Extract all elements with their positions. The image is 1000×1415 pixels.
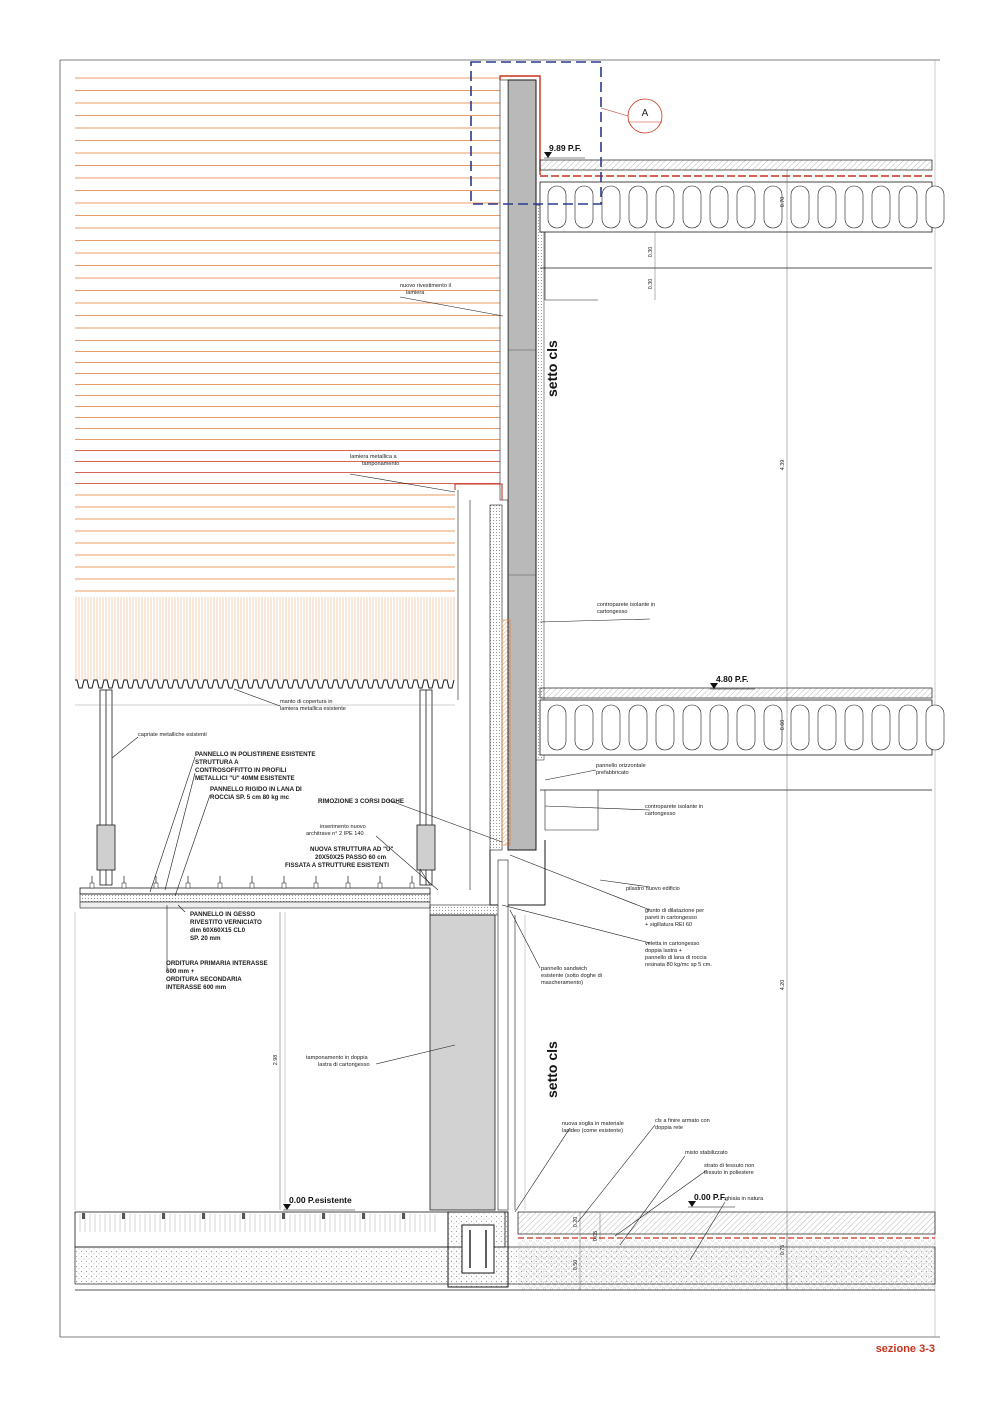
level-top: 9.89 P.F.	[549, 143, 581, 153]
sheet-title: sezione 3-3	[876, 1343, 935, 1355]
inner-lining	[454, 483, 546, 906]
concrete-wall	[499, 75, 545, 851]
note-rimozione: RIMOZIONE 3 CORSI DOGHE	[318, 798, 404, 805]
note-capriate: capriate metalliche esistenti	[138, 732, 207, 738]
wall-type-labels: setto cls setto cls	[544, 340, 560, 1098]
dim-420: 4.20	[780, 980, 786, 991]
upper-slab	[539, 159, 945, 301]
dim-060: 0.60	[780, 720, 786, 731]
setto-label-bottom: setto cls	[544, 1041, 560, 1098]
detail-marker-label: A	[642, 108, 649, 119]
level-mid: 4.80 P.F.	[716, 674, 748, 684]
level-floor-existing: 0.00 P.esistente	[289, 1195, 352, 1205]
note-misto: misto stabilizzato	[685, 1150, 728, 1156]
dim-298: 2.98	[273, 1055, 279, 1066]
leader-lines	[111, 296, 726, 1261]
detail-callout: A	[470, 61, 663, 205]
dimension-texts: 0.70 0.30 0.30 4.39 0.60 4.20 2.98 0.20 …	[273, 197, 786, 1271]
note-pilastro: pilastro nuovo edificio	[626, 886, 680, 892]
metal-cladding-lines	[75, 77, 500, 592]
dimension-lines	[279, 170, 788, 1290]
level-markers: 9.89 P.F. 4.80 P.F. 0.00 P.F. 0.00 P.esi…	[283, 143, 755, 1211]
existing-truss	[75, 689, 455, 886]
dim-030-a: 0.30	[648, 247, 654, 258]
dim-070: 0.70	[780, 197, 786, 208]
dim-030-b: 0.30	[648, 279, 654, 290]
corrugated-roof	[75, 597, 455, 689]
note-struttura-u: NUOVA STRUTTURA AD "U"20X50X25 PASSO 60 …	[285, 846, 393, 869]
lower-partition	[429, 859, 526, 1211]
level-floor-new: 0.00 P.F.	[694, 1192, 726, 1202]
setto-label-top: setto cls	[544, 340, 560, 397]
dim-075: 0.75	[780, 1245, 786, 1256]
dim-050: 0.50	[573, 1260, 579, 1271]
dim-005: 0.05	[593, 1231, 599, 1242]
dim-439: 4.39	[780, 460, 786, 471]
room-lines	[74, 912, 286, 1210]
dim-020: 0.20	[573, 1217, 579, 1228]
ground-layers	[74, 1211, 936, 1291]
false-ceiling	[79, 876, 431, 909]
sheet-frame	[59, 59, 940, 1338]
middle-slab	[539, 687, 945, 831]
note-ghiaia: ghiaia in natura	[725, 1196, 764, 1202]
